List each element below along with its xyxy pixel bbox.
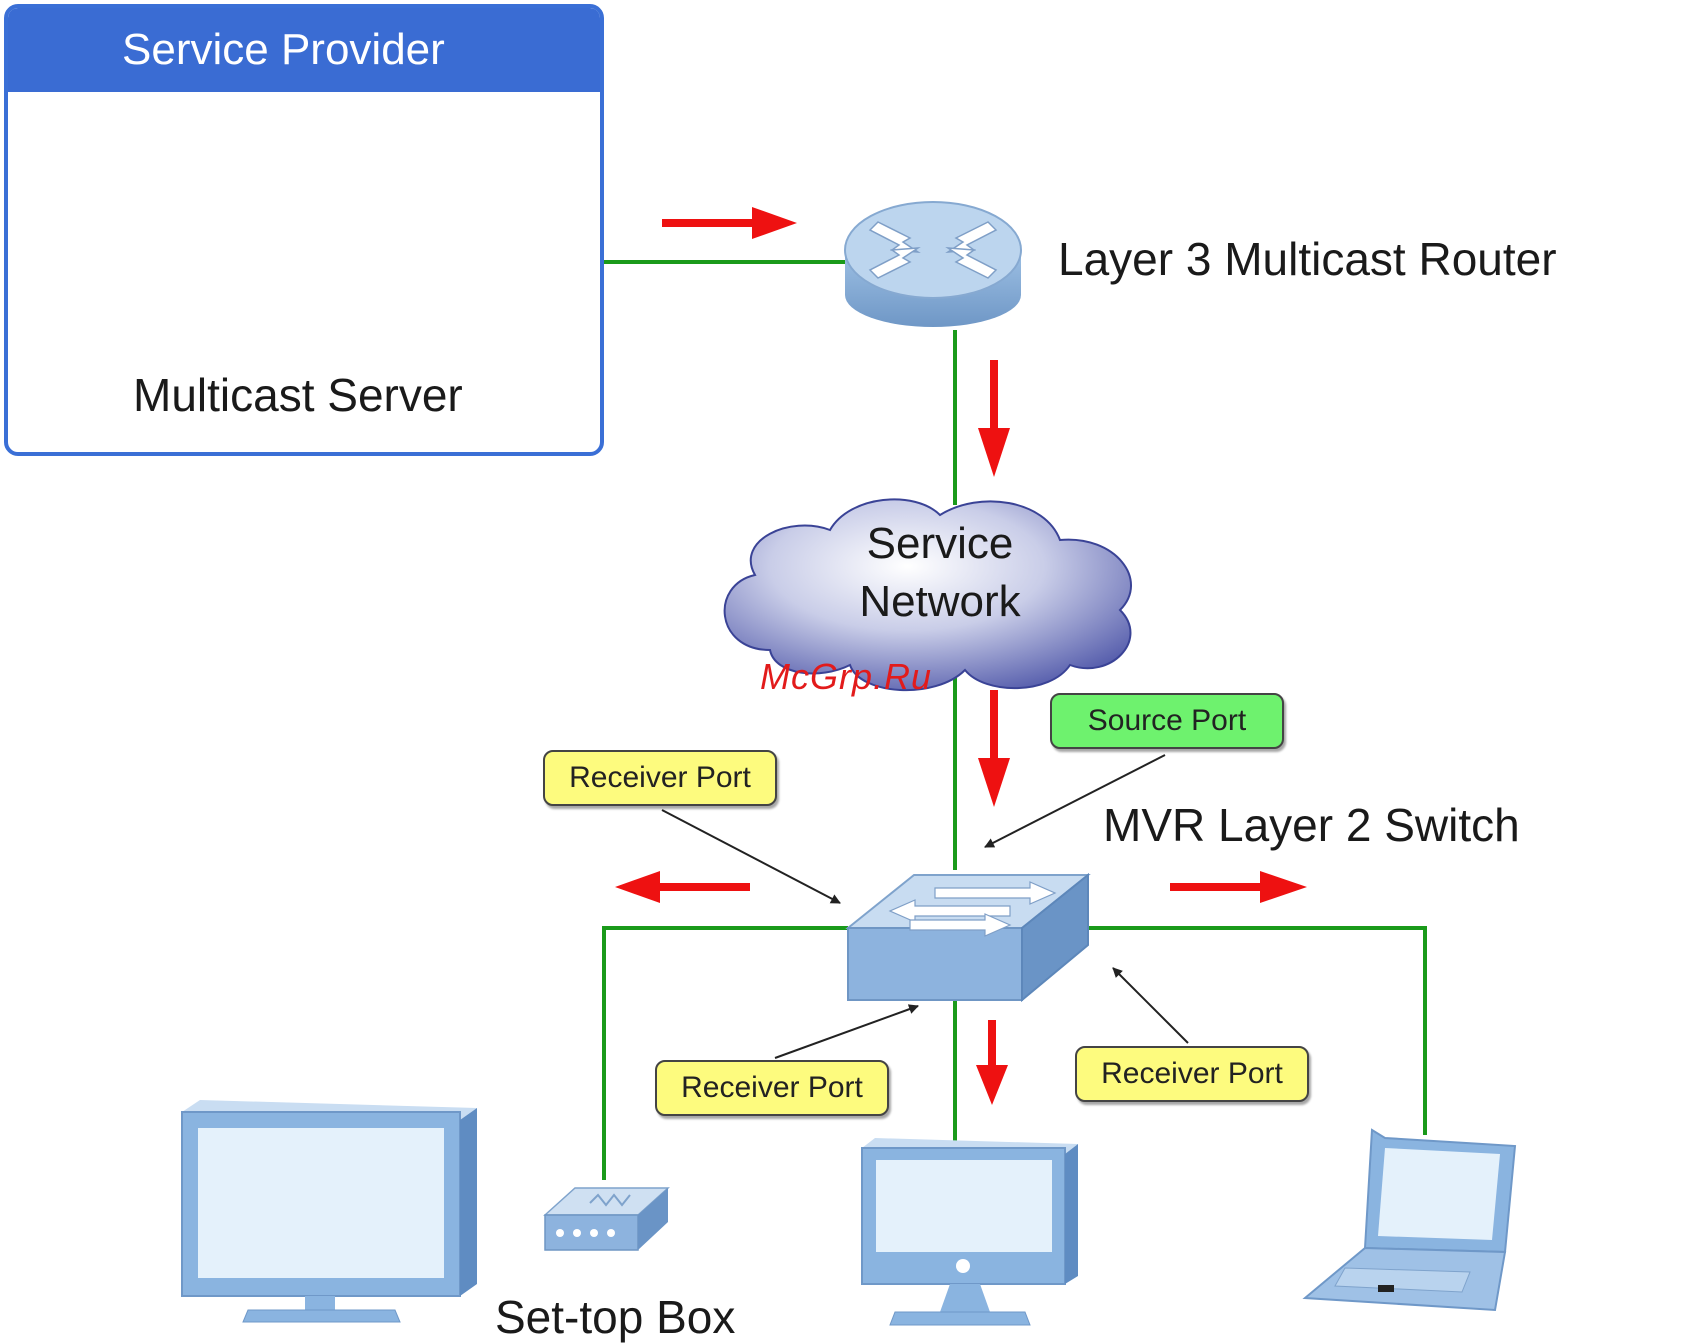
pointer-receiver-bottom-right: [1113, 968, 1188, 1043]
multicast-server-label: Multicast Server: [133, 368, 463, 422]
flow-arrow-right-2: [662, 207, 797, 239]
link-switch-laptop: [1088, 928, 1425, 1135]
receiver-port-tag-bottom-right: Receiver Port: [1075, 1046, 1309, 1102]
switch-label: MVR Layer 2 Switch: [1103, 798, 1520, 852]
router-icon: [845, 202, 1021, 327]
flow-arrow-left: [615, 871, 750, 903]
link-switch-settop: [604, 928, 848, 1180]
service-network-label: Service Network: [810, 515, 1070, 631]
flow-arrow-down-1: [978, 360, 1010, 477]
receiver-port-tag-top-left: Receiver Port: [543, 750, 777, 806]
flow-arrow-down-3: [976, 1020, 1008, 1105]
watermark: McGrp.Ru: [760, 656, 932, 698]
source-port-tag: Source Port: [1050, 693, 1284, 749]
tv-monitor-icon: [182, 1100, 477, 1322]
set-top-box-icon: [545, 1188, 668, 1250]
service-provider-title: Service Provider: [8, 8, 600, 92]
laptop-icon: [1305, 1130, 1515, 1310]
settop-box-label: Set-top Box: [495, 1290, 735, 1344]
flow-arrow-down-2: [978, 690, 1010, 807]
flow-arrow-right-3: [1170, 871, 1307, 903]
switch-icon: [848, 875, 1088, 1000]
router-label: Layer 3 Multicast Router: [1058, 232, 1557, 286]
pointer-receiver-bottom-left: [775, 1006, 918, 1058]
receiver-port-tag-bottom-left: Receiver Port: [655, 1060, 889, 1116]
imac-icon: [862, 1138, 1078, 1325]
